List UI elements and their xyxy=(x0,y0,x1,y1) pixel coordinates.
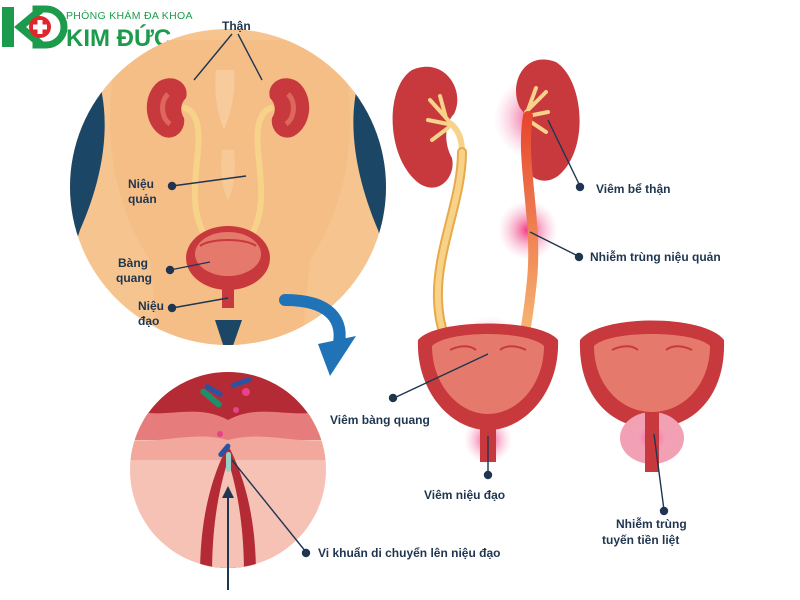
bladder-label-line2: quang xyxy=(116,271,152,285)
urethritis-label: Viêm niệu đạo xyxy=(424,488,505,502)
body-overview-circle xyxy=(70,29,386,345)
logo-name: KIM ĐỨC xyxy=(66,24,171,52)
infection-pointers xyxy=(388,119,669,516)
right-ureter xyxy=(247,105,274,241)
ureter-label-line1: Niệu xyxy=(128,177,154,191)
pyelonephritis-label: Viêm bể thận xyxy=(596,182,670,196)
zoom-arrow-icon xyxy=(279,294,356,376)
bacteria-pointer xyxy=(231,459,311,558)
prostate-label-line1: Nhiễm trùng xyxy=(616,516,687,531)
ureter-infection-label: Nhiễm trùng niệu quản xyxy=(590,249,721,264)
bacteria-label: Vi khuẩn di chuyển lên niệu đạo xyxy=(318,546,500,560)
overview-pointers xyxy=(165,33,263,313)
kidney-label: Thận xyxy=(222,19,251,33)
left-ureter xyxy=(182,105,209,241)
urethra-label-line1: Niệu xyxy=(138,299,164,313)
bladder xyxy=(186,226,270,308)
left-kidney xyxy=(146,78,187,138)
clinic-logo: PHÒNG KHÁM ĐA KHOA KIM ĐỨC xyxy=(2,5,193,52)
right-kidney xyxy=(269,78,310,138)
bacteria-closeup-circle xyxy=(130,372,326,590)
logo-mark-icon xyxy=(2,5,68,49)
bladder-detail xyxy=(417,323,559,462)
urethra-label-line2: đạo xyxy=(138,314,159,328)
cystitis-label: Viêm bàng quang xyxy=(330,413,430,427)
prostate-bladder xyxy=(579,320,725,472)
healthy-kidney xyxy=(392,66,465,188)
logo-subtitle: PHÒNG KHÁM ĐA KHOA xyxy=(66,9,193,22)
bladder-label-line1: Bàng xyxy=(118,256,148,270)
prostate-label-line2: tuyến tiền liệt xyxy=(602,533,679,547)
ureter-label-line2: quản xyxy=(128,192,157,206)
urinary-system-detail xyxy=(392,59,725,472)
